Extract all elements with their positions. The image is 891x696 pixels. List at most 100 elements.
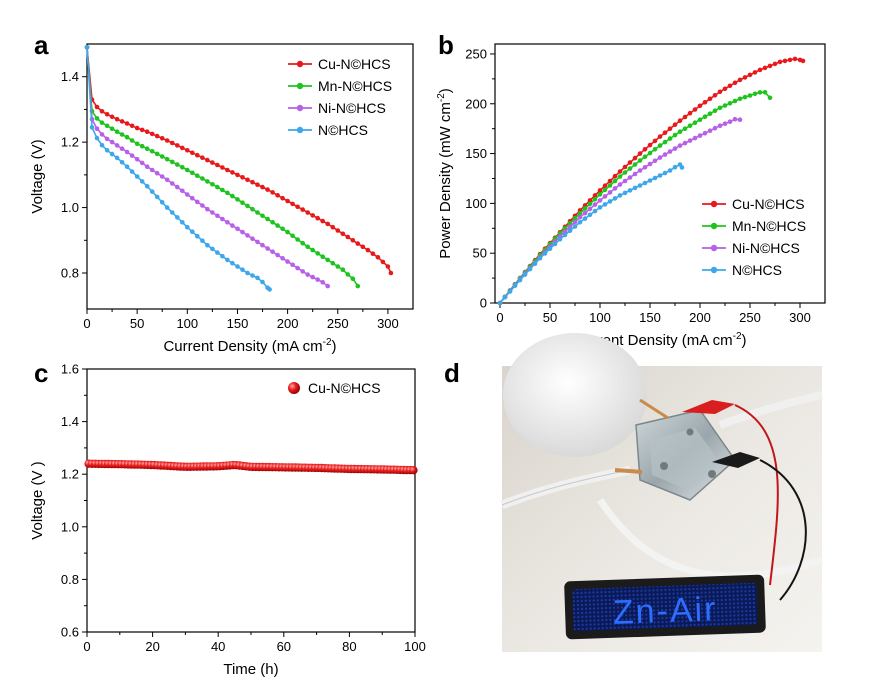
data-point [632,185,638,191]
data-point [144,129,150,134]
data-point [345,234,351,240]
data-point [315,215,321,221]
data-point [782,58,788,64]
data-point [235,172,240,178]
data-point [757,90,763,95]
data-point [139,179,145,184]
led-badge-text: Zn-Air [612,590,718,632]
data-point [255,239,260,245]
data-point [154,194,160,200]
copper-lead-1 [639,398,669,420]
data-point [285,259,290,264]
data-point [185,167,190,173]
data-point [622,178,628,184]
data-point [717,89,723,95]
data-point [235,264,240,269]
data-point [109,126,115,131]
series-line [499,163,683,304]
data-point [104,112,110,117]
legend-label: N©HCS [732,262,782,278]
data-point [657,155,663,160]
legend-label: Mn-N©HCS [318,78,392,94]
data-point [255,182,260,187]
data-point [94,135,100,141]
panel-letter-d: d [444,358,460,388]
data-point [687,110,693,116]
data-point [587,212,593,218]
data-point [94,116,100,121]
data-point [687,138,693,143]
data-point [190,170,195,176]
data-point [677,129,683,134]
data-point [134,125,140,131]
data-point [315,251,321,256]
data-point [567,224,573,230]
legend-marker [296,60,304,68]
data-point [109,151,115,157]
plot-frame [86,43,414,310]
y-tick-label: 1.4 [61,414,79,429]
clip-black [712,452,760,468]
data-point [255,210,260,215]
data-point [627,188,633,193]
data-point [627,166,633,171]
data-point [170,181,175,186]
plot-frame [86,368,416,633]
data-point [180,220,185,225]
data-point [144,146,150,151]
data-point [300,207,306,212]
y-tick-label: 1.0 [61,200,79,215]
data-point [697,117,703,122]
x-tick-label: 150 [639,310,661,325]
y-tick-label: 100 [465,196,487,211]
data-point [114,116,120,122]
data-point [577,215,583,220]
data-point [732,98,738,104]
data-point [190,229,195,234]
legend-marker [296,126,304,134]
data-point [652,138,658,144]
data-point [295,265,300,271]
data-point [335,228,341,233]
data-point [220,253,225,259]
data-point [200,238,205,243]
data-point [702,100,708,105]
data-point [124,134,130,140]
data-point [250,206,255,212]
data-point [632,171,638,177]
data-point [712,93,718,98]
y-axis-label: Voltage (V) [29,139,46,213]
data-point [154,151,160,157]
data-point [632,155,638,161]
data-point [230,260,235,266]
data-point [502,295,508,300]
data-point [210,246,215,252]
data-point [647,150,653,156]
legend-marker [710,222,718,230]
y-tick-label: 1.6 [61,362,79,377]
data-point [300,269,306,274]
data-point [149,167,155,173]
data-point [134,156,140,162]
data-point [672,132,678,138]
data-point [587,201,593,207]
data-point [99,142,105,148]
data-point [335,264,341,269]
data-point [577,211,583,216]
battery-cell-face [650,428,720,490]
data-point [124,164,130,169]
data-point [727,101,733,106]
data-point [139,143,145,149]
data-point [592,196,598,202]
series-line [86,47,271,291]
data-point [290,201,295,207]
data-point [647,161,653,167]
data-point [557,236,563,242]
data-point [245,233,250,238]
legend-label: Cu-N©HCS [318,56,391,72]
data-point [240,267,245,273]
data-point [602,187,608,193]
tube-right [718,391,823,429]
data-point [195,152,200,158]
